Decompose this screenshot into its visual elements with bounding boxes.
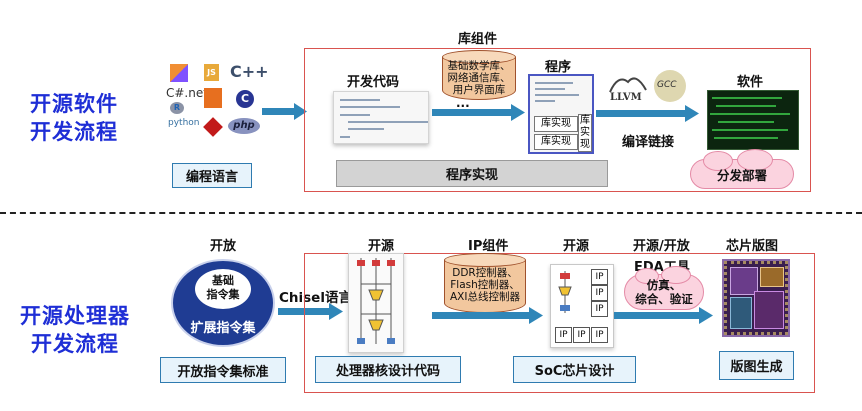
ip-cylinder-line-axi: AXI总线控制器 — [450, 291, 520, 303]
deploy-cloud: 分发部署 — [690, 149, 794, 189]
arrow-code-to-program — [432, 104, 525, 121]
chip-layout-label: 芯片版图 — [726, 239, 779, 254]
c-language-icon: C — [236, 90, 254, 108]
chip-layout-image — [722, 259, 790, 337]
software-label: 软件 — [737, 75, 764, 90]
php-icon: php — [228, 118, 260, 134]
library-database-cylinder: 基础数学库、 网络通信库、 用户界面库 — [442, 50, 516, 100]
ip-database-cylinder: DDR控制器、 Flash控制器、 AXI总线控制器 — [444, 253, 526, 313]
source-code-snippet — [333, 91, 429, 144]
eda-cloud-line1: 仿真、 — [646, 278, 682, 292]
base-isa-line2: 指令集 — [206, 288, 240, 301]
processor-implementation-frame — [304, 253, 815, 393]
bar-core-design-code: 处理器核设计代码 — [315, 356, 461, 383]
language-icon-grid: JS C++ C#.net R C python php — [166, 62, 269, 142]
java-icon — [204, 88, 222, 108]
base-isa-circle: 基础 指令集 — [195, 269, 251, 309]
eda-cloud: 仿真、 综合、验证 — [624, 266, 704, 310]
ruby-icon — [203, 117, 223, 137]
arrow-to-implementation — [262, 103, 307, 120]
ip-block-5: IP — [573, 327, 590, 343]
ip-block-2: IP — [591, 285, 608, 301]
program-label: 程序 — [545, 60, 572, 75]
ip-block-6: IP — [591, 327, 608, 343]
arrow-soc-to-layout — [614, 307, 713, 324]
library-components-label: 库组件 — [458, 32, 498, 47]
section-divider — [0, 212, 862, 214]
ip-components-label: IP组件 — [468, 239, 509, 254]
lib-impl-box-1: 库实现 — [534, 116, 578, 132]
js-icon: JS — [204, 64, 219, 81]
lib-impl-box-3: 库实现 — [578, 114, 592, 152]
software-flow-title-line2: 开发流程 — [30, 120, 118, 144]
soc-design-box: IP IP IP IP IP IP — [550, 264, 614, 348]
cylinder-line-network: 网络通信库、 — [447, 72, 511, 84]
r-icon: R — [170, 102, 184, 114]
python-icon: python — [168, 118, 200, 128]
cylinder-line-math: 基础数学库、 — [447, 60, 511, 72]
arrow-program-to-software — [596, 105, 699, 122]
csharp-icon: C#.net — [166, 86, 208, 100]
llvm-text: LLVM — [610, 92, 642, 103]
ip-block-4: IP — [555, 327, 572, 343]
bar-open-isa-standard: 开放指令集标准 — [160, 357, 286, 383]
cpp-icon: C++ — [230, 62, 269, 81]
software-flow-title: 开源软件 开发流程 — [14, 90, 134, 146]
ip-block-1: IP — [591, 269, 608, 285]
cylinder-line-ui: 用户界面库 — [452, 84, 506, 96]
kotlin-icon — [170, 64, 188, 82]
bar-soc-design: SoC芯片设计 — [513, 356, 636, 383]
processor-flow-title: 开源处理器 开发流程 — [10, 302, 140, 358]
extended-isa-label: 扩展指令集 — [190, 321, 256, 336]
compile-link-label: 编译链接 — [622, 135, 675, 150]
software-binary-matrix — [707, 90, 799, 150]
ip-block-3: IP — [591, 301, 608, 317]
open-source-label-1: 开源 — [368, 239, 395, 254]
lib-impl-box-2: 库实现 — [534, 134, 578, 150]
open-label: 开放 — [210, 239, 237, 254]
bar-program-implementation: 程序实现 — [336, 160, 608, 187]
processor-flow-title-line2: 开发流程 — [31, 332, 119, 356]
instruction-set-ellipse: 基础 指令集 扩展指令集 — [171, 259, 275, 347]
open-source-open-label: 开源/开放 — [633, 239, 690, 254]
ellipsis: ... — [456, 96, 470, 110]
arrow-core-to-soc — [432, 307, 543, 324]
deploy-cloud-label: 分发部署 — [716, 167, 767, 183]
processor-flow-title-line1: 开源处理器 — [20, 304, 130, 328]
gcc-icon: GCC — [654, 70, 686, 102]
develop-code-label: 开发代码 — [347, 75, 400, 90]
base-isa-line1: 基础 — [212, 274, 234, 287]
core-design-diagram — [348, 253, 404, 353]
program-box: 库实现 库实现 库实现 — [528, 74, 594, 154]
open-source-label-2: 开源 — [563, 239, 590, 254]
ip-cylinder-line-ddr: DDR控制器、 — [452, 267, 518, 279]
bar-layout-generation: 版图生成 — [719, 351, 794, 380]
eda-cloud-line2: 综合、验证 — [635, 292, 693, 306]
software-flow-title-line1: 开源软件 — [30, 92, 118, 116]
software-implementation-frame — [304, 48, 811, 192]
bar-programming-languages: 编程语言 — [172, 163, 252, 188]
ip-cylinder-line-flash: Flash控制器、 — [450, 279, 520, 291]
chisel-language-label: Chisel语言 — [279, 290, 352, 306]
llvm-icon: LLVM — [606, 72, 650, 106]
gcc-text: GCC — [657, 80, 677, 90]
